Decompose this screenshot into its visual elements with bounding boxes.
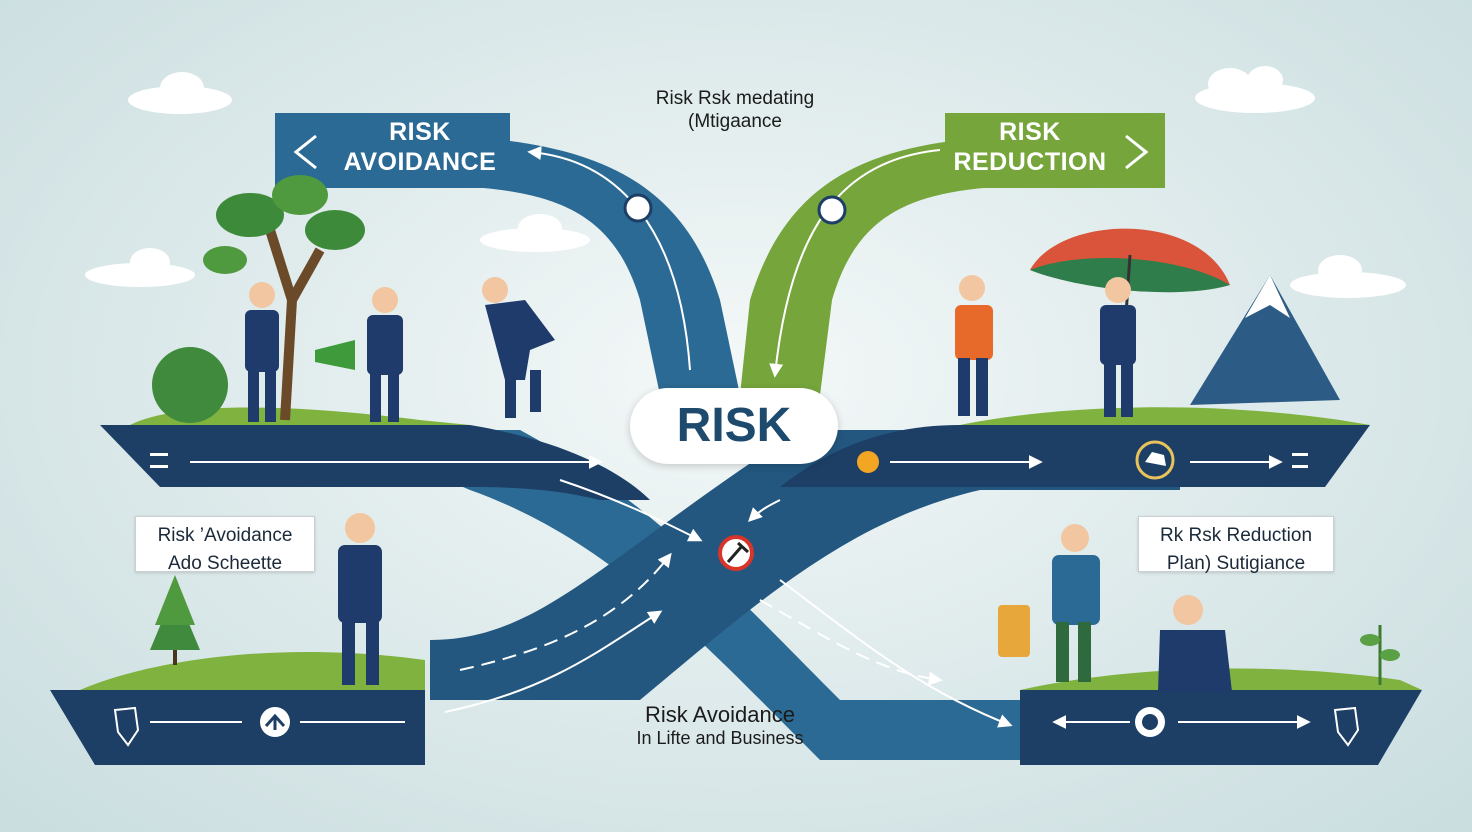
person-worker-umbrella — [1100, 277, 1136, 417]
note-box-left: Risk ’Avoidance Ado Schеette — [135, 516, 315, 574]
banner-right-line2: REDUCTION — [953, 148, 1107, 176]
person-businessman — [367, 287, 403, 422]
arrow-road-3 — [459, 552, 672, 671]
cloud — [1195, 66, 1315, 113]
bottom-caption-line2: In Lifte and Business — [636, 728, 804, 749]
note-box-right-line1: Rk Rsk Reduction — [1159, 525, 1313, 546]
chevron-right-icon — [1125, 134, 1149, 170]
person-worker-helmet — [1158, 595, 1232, 692]
arrow-road-2 — [748, 499, 781, 522]
curve-avoidance — [400, 135, 740, 395]
tree-upper-left — [203, 175, 365, 421]
cloud — [128, 72, 232, 114]
tree-bottom-left — [150, 575, 200, 665]
platform-bottom-left — [50, 690, 425, 765]
banner-left-line2: AVOIDANCE — [343, 148, 497, 176]
lane-marker — [150, 465, 168, 468]
top-note-line1: Risk Rsk medating — [655, 88, 815, 109]
node-left — [623, 193, 653, 223]
sun-icon — [857, 451, 879, 473]
note-box-left-line2: Ado Schеette — [167, 552, 283, 574]
person-businessman — [338, 513, 382, 685]
bird-icon — [260, 707, 290, 737]
construction-sign-icon — [1333, 706, 1360, 747]
grass-bottom-left — [80, 651, 425, 690]
banner-risk-avoidance — [275, 113, 510, 188]
megaphone-icon — [315, 340, 355, 370]
banner-left-line1: RISK — [389, 118, 451, 146]
bottom-caption-line1: Risk Avoidance — [644, 702, 795, 727]
lane-marker — [1292, 453, 1308, 456]
note-box-right-line2: Plan) Sutigiance — [1166, 552, 1306, 574]
platform-bottom-right — [1020, 690, 1422, 765]
lane-marker — [1292, 465, 1308, 468]
person-businessman — [245, 282, 279, 422]
person-worker-bag — [1052, 524, 1100, 682]
cloud — [1290, 255, 1406, 298]
curve-reduction — [740, 135, 1060, 395]
warning-hammer-icon — [718, 535, 754, 571]
platform-upper-right — [780, 425, 1370, 487]
banner-right-line1: RISK — [999, 118, 1061, 146]
person-worker-vest — [955, 275, 993, 416]
bottom-caption: Risk Avoidance In Lifte and Business — [590, 702, 850, 750]
top-note: Risk Rsk medating (Mtigaance — [615, 88, 855, 134]
chevron-left-icon — [293, 134, 317, 170]
cloud — [85, 248, 195, 287]
banner-risk-reduction-label: RISK REDUCTION — [945, 117, 1115, 177]
arrow-road-1 — [559, 479, 703, 542]
bag-icon — [998, 605, 1030, 657]
plant-bottom-right — [1360, 625, 1400, 685]
cloud — [480, 214, 590, 252]
arrow-road-5 — [759, 599, 943, 686]
mountain — [1190, 275, 1340, 405]
sliding-car-icon — [1135, 440, 1175, 480]
arrow-road-6 — [779, 579, 1013, 728]
note-box-left-line1: Risk ’Avoidance — [157, 525, 293, 546]
bush — [152, 347, 228, 423]
top-note-line2: (Mtigaance — [688, 110, 782, 132]
grass-upper-right — [960, 407, 1370, 425]
banner-risk-reduction — [945, 113, 1165, 188]
lane-marker — [150, 453, 168, 456]
road-bottom-left — [430, 430, 1180, 700]
center-risk-node: RISK — [630, 388, 838, 464]
globe-icon — [1135, 707, 1165, 737]
node-right — [817, 195, 847, 225]
banner-risk-avoidance-label: RISK AVOIDANCE — [330, 117, 510, 177]
arrow-road-4 — [444, 610, 663, 713]
note-box-right: Rk Rsk Reduction Plan) Sutigiance — [1138, 516, 1334, 574]
construction-sign-icon — [113, 706, 140, 747]
person-businessman — [482, 277, 555, 418]
